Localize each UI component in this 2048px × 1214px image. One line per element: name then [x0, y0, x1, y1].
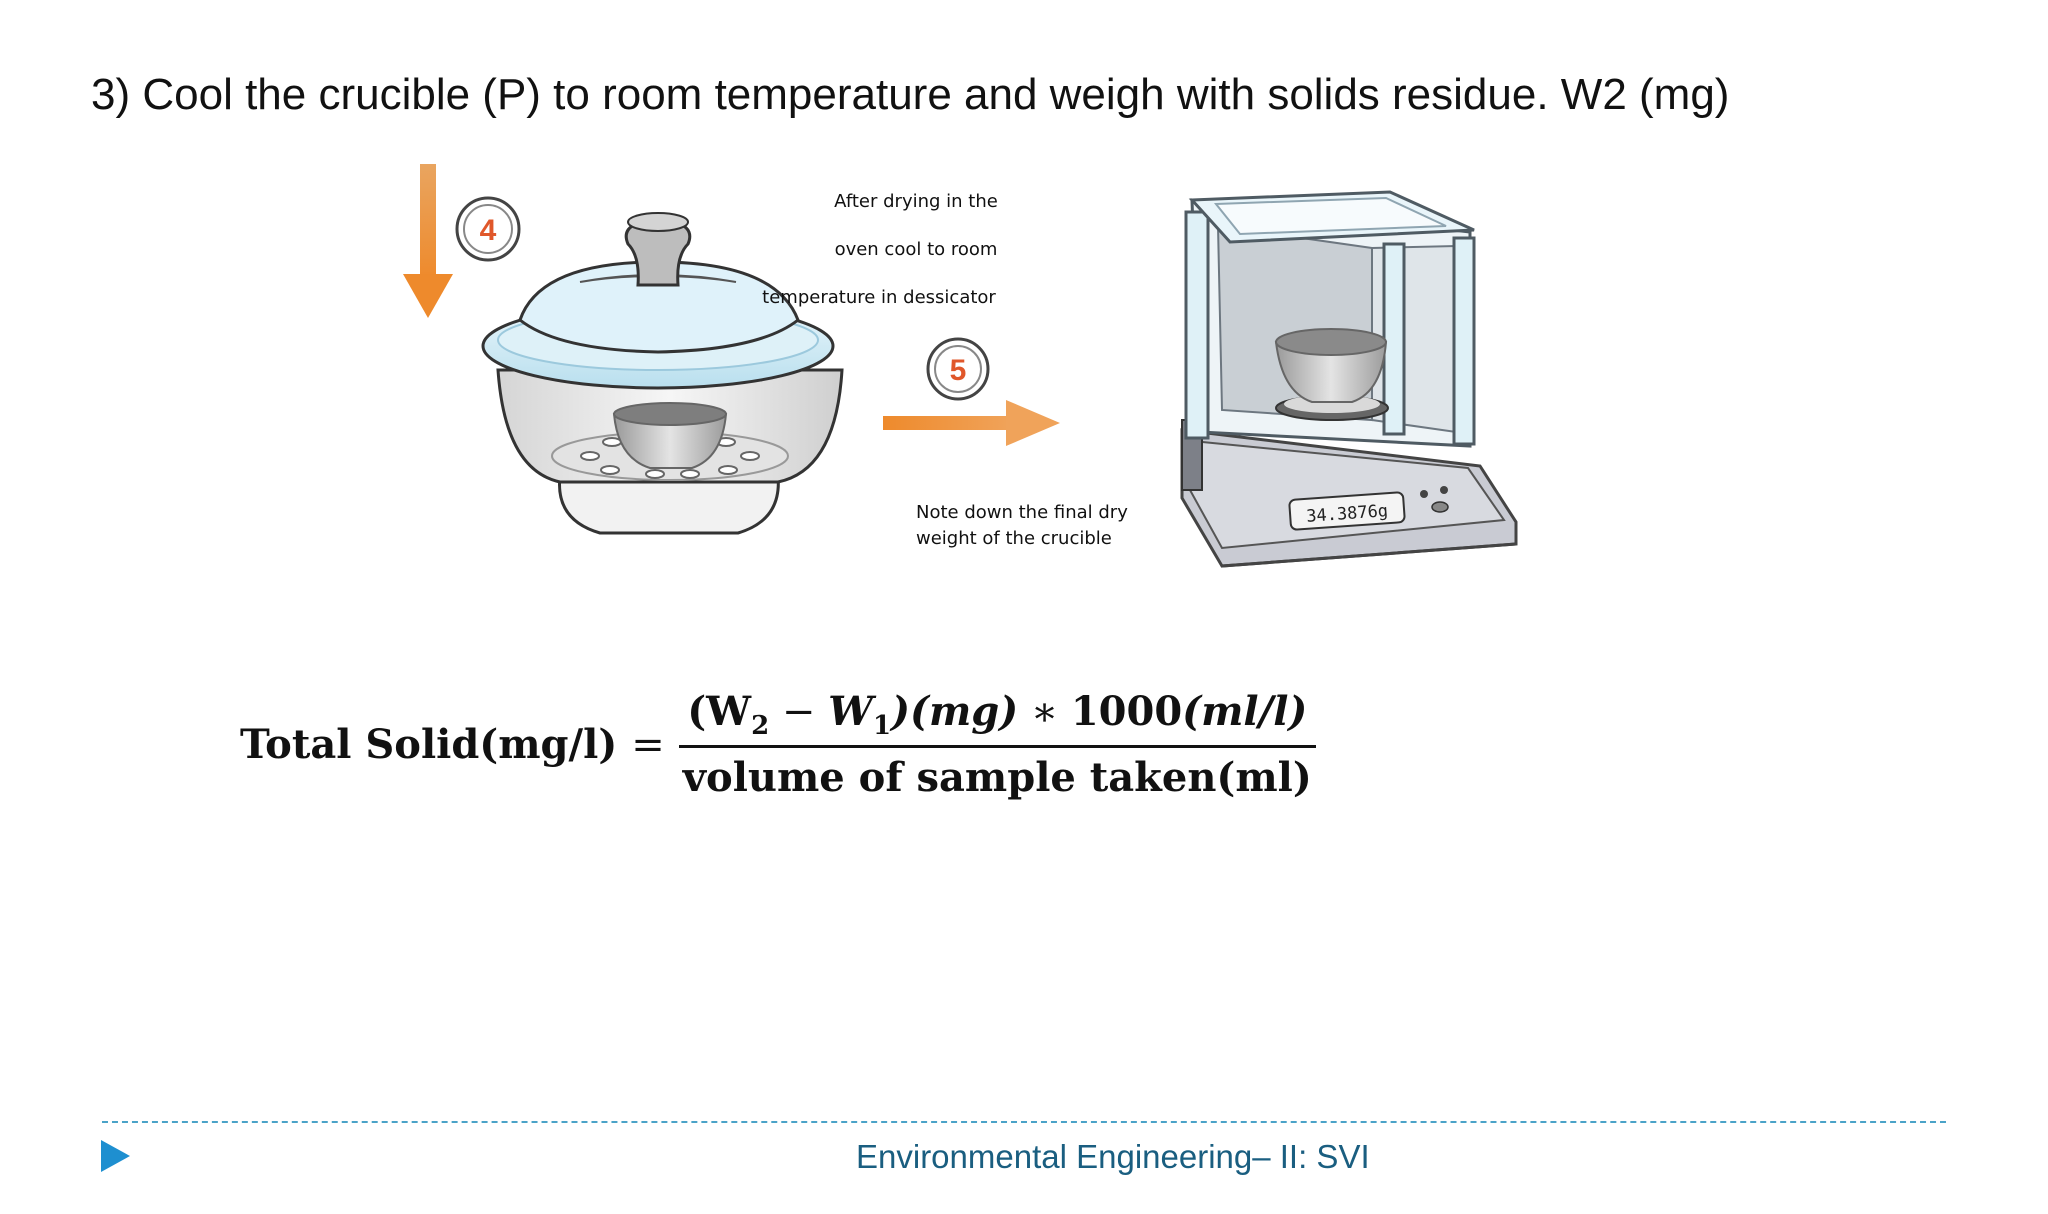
step5-badge: 5 [926, 337, 990, 401]
procedure-illustration: 4 After drying in t [403, 164, 1518, 568]
num-sub2: 2 [751, 711, 770, 741]
formula-lhs: Total Solid(mg/l) [240, 721, 618, 768]
num-sub1: 1 [873, 711, 892, 741]
footer-title: Environmental Engineering– II: SVI [856, 1138, 1370, 1175]
total-solids-formula: Total Solid(mg/l) = (W2 − W1)(mg) ∗ 1000… [240, 688, 1316, 801]
formula-equals: = [631, 721, 665, 768]
drying-note: After drying in the oven cool to room te… [762, 191, 998, 308]
drying-note-line-1: After drying in the [834, 191, 998, 212]
weight-note-line-2: weight of the crucible [916, 528, 1112, 549]
desiccator-illustration [481, 212, 844, 535]
num-minus: − [769, 689, 829, 735]
drying-note-line-3: temperature in dessicator [762, 287, 996, 308]
num-open: (W [687, 688, 752, 735]
step4-badge: 4 [455, 196, 521, 262]
play-icon [101, 1140, 130, 1172]
analytical-balance-illustration: 34.3876g [1180, 190, 1518, 568]
slide-title: 3) Cool the crucible (P) to room tempera… [91, 70, 1730, 119]
step5-arrow [883, 400, 1060, 446]
step4-number: 4 [480, 214, 497, 247]
step5-number: 5 [950, 354, 967, 387]
num-thousand: 1000 [1070, 688, 1183, 735]
weight-note-line-1: Note down the final dry [916, 502, 1128, 523]
formula-fraction: (W2 − W1)(mg) ∗ 1000(ml/l) volume of sam… [678, 688, 1316, 801]
fraction-bar [678, 745, 1316, 748]
drying-note-line-2: oven cool to room [835, 239, 998, 260]
footer-divider [102, 1121, 1946, 1123]
formula-denominator: volume of sample taken(ml) [682, 754, 1312, 801]
num-times: ∗ [1018, 689, 1071, 735]
num-mg: )(mg) [891, 688, 1019, 735]
num-w1: W [828, 688, 874, 735]
step4-arrow [403, 164, 453, 318]
weight-note: Note down the final dry weight of the cr… [916, 502, 1128, 549]
formula-numerator: (W2 − W1)(mg) ∗ 1000(ml/l) [683, 688, 1311, 745]
num-unit: (ml/l) [1182, 688, 1308, 735]
